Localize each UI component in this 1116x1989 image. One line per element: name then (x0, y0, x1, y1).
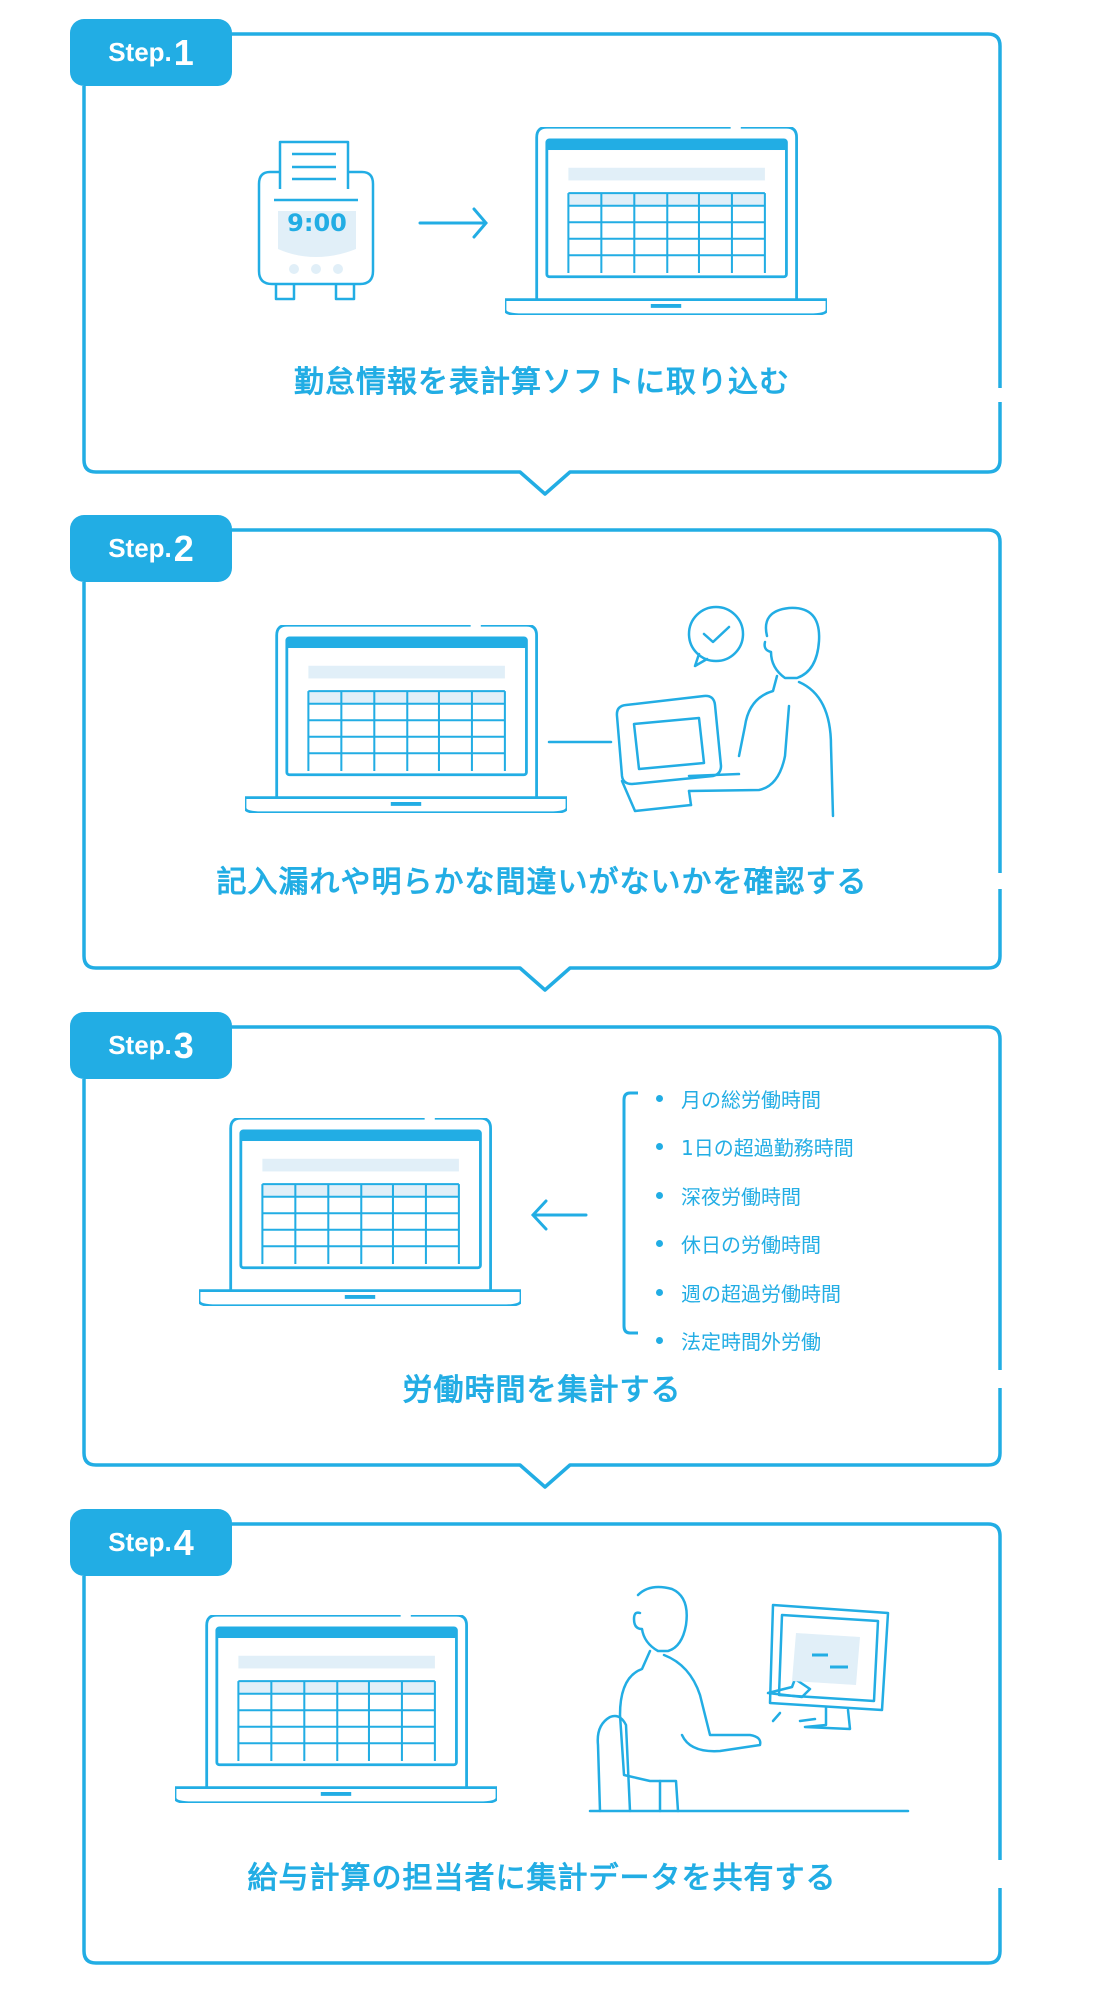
list-item: 1日の超過勤務時間 (650, 1123, 854, 1172)
bullet-icon (656, 1094, 663, 1102)
list-item: 週の超過労働時間 (650, 1268, 854, 1317)
list-item-label: 月の総労働時間 (681, 1087, 821, 1112)
list-item: 休日の労働時間 (650, 1220, 854, 1269)
step3-frame (82, 1025, 1002, 1489)
arrow-left-icon (530, 1199, 588, 1231)
step-label: Step. (108, 533, 172, 563)
bracket (622, 1091, 638, 1335)
list-item-label: 深夜労働時間 (681, 1184, 801, 1209)
aggregation-item-list: 月の総労働時間 1日の超過勤務時間 深夜労働時間 休日の労働時間 週の超過労働時… (650, 1074, 854, 1365)
person-checking-tablet-illustration (547, 605, 835, 818)
step2-title: 記入漏れや明らかな間違いがないかを確認する (216, 865, 868, 900)
list-item-label: 1日の超過勤務時間 (681, 1136, 854, 1161)
step-number: 4 (173, 1521, 194, 1563)
step-label: Step. (108, 37, 172, 67)
arrow-right-icon (418, 207, 488, 239)
step1-frame (82, 32, 1002, 496)
step-number: 2 (173, 527, 194, 569)
list-item: 月の総労働時間 (650, 1074, 854, 1123)
bullet-icon (656, 1191, 663, 1199)
laptop-spreadsheet-icon (199, 1118, 521, 1306)
laptop-spreadsheet-icon (175, 1615, 497, 1803)
check-bubble-icon (687, 605, 745, 663)
step-number: 1 (173, 31, 194, 73)
bullet-icon (656, 1143, 663, 1151)
laptop-spreadsheet-icon (245, 625, 567, 813)
clock-time: 9:00 (287, 209, 347, 237)
step-label: Step. (108, 1527, 172, 1557)
list-item-label: 週の超過労働時間 (681, 1281, 841, 1306)
step1-badge: Step.1 (70, 19, 232, 86)
person-at-monitor-illustration (588, 1585, 910, 1813)
step-number: 3 (173, 1024, 194, 1066)
step4-badge: Step.4 (70, 1509, 232, 1576)
bullet-icon (656, 1240, 663, 1248)
bullet-icon (656, 1288, 663, 1296)
step1-title: 勤怠情報を表計算ソフトに取り込む (294, 365, 790, 400)
bullet-icon (656, 1337, 663, 1345)
step3-badge: Step.3 (70, 1012, 232, 1079)
step2-frame (82, 528, 1002, 992)
list-item: 法定時間外労働 (650, 1317, 854, 1366)
step2-badge: Step.2 (70, 515, 232, 582)
step4-frame (82, 1522, 1002, 1965)
time-clock-icon (257, 140, 375, 301)
step-label: Step. (108, 1030, 172, 1060)
list-item: 深夜労働時間 (650, 1171, 854, 1220)
list-item-label: 法定時間外労働 (681, 1330, 821, 1355)
laptop-spreadsheet-icon (505, 127, 827, 315)
step3-title: 労働時間を集計する (402, 1373, 682, 1408)
list-item-label: 休日の労働時間 (681, 1233, 821, 1258)
step4-title: 給与計算の担当者に集計データを共有する (247, 1861, 837, 1896)
